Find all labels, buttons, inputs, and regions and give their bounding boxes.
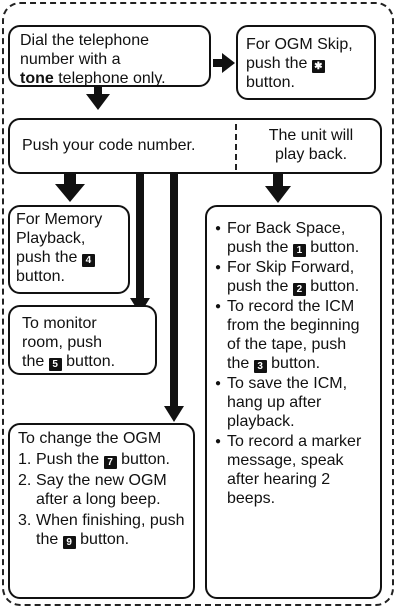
ogm-skip-line-2: push the ✱ — [246, 54, 366, 73]
dial-line-1: Dial the telephone — [20, 32, 149, 49]
key-1-icon: 1 — [292, 244, 306, 257]
memory-push-text: push the — [16, 249, 78, 266]
arrow-code-to-ogm-shaft — [170, 172, 178, 408]
step-number: 1. — [18, 451, 32, 468]
playback-options-list: For Back Space, push the 1 button. For S… — [215, 219, 372, 508]
option-skip-forward-pre: For Skip Forward, push the — [227, 259, 355, 295]
ogm-skip-line-1: For OGM Skip, — [246, 36, 353, 53]
option-back-space-pre: For Back Space, push the — [227, 220, 346, 256]
memory-playback-box: For Memory Playback, push the 4 button. — [8, 205, 130, 294]
option-marker-message-text: To record a marker message, speak after … — [227, 433, 362, 507]
monitor-line-2: room, push — [22, 334, 103, 351]
arrow-code-to-memory-shaft — [64, 172, 76, 186]
arrow-dial-to-code-shaft — [94, 85, 102, 96]
dial-tone-word: tone — [20, 70, 54, 87]
option-save-icm-text: To save the ICM, hang up after playback. — [227, 375, 348, 430]
step-1-post: button. — [121, 451, 170, 468]
arrow-playback-to-options-shaft — [273, 172, 283, 188]
playback-line-2: play back. — [274, 146, 348, 163]
dial-line-3: tone telephone only. — [20, 69, 199, 88]
key-7-icon: 7 — [103, 456, 117, 469]
arrow-playback-to-options-head — [265, 186, 291, 203]
playback-text: The unit will play back. — [246, 126, 376, 164]
arrow-dial-to-skip-shaft — [213, 59, 225, 67]
ogm-skip-line-3: button. — [246, 74, 295, 91]
star-key-icon: ✱ — [311, 60, 325, 73]
memory-line-3: push the 4 — [16, 248, 122, 267]
arrow-code-to-ogm-head — [164, 406, 184, 422]
step-3-pre: When finishing, push the — [36, 512, 185, 548]
change-ogm-box: To change the OGM 1. Push the 7 button. … — [8, 423, 195, 599]
monitor-line-1: To monitor — [22, 315, 97, 332]
option-save-icm: To save the ICM, hang up after playback. — [215, 374, 372, 431]
monitor-button-text: button. — [66, 353, 116, 370]
option-record-icm-pre: To record the ICM from the beginning of … — [227, 298, 360, 372]
option-skip-forward: For Skip Forward, push the 2 button. — [215, 258, 372, 296]
change-ogm-steps: 1. Push the 7 button. 2. Say the new OGM… — [18, 450, 185, 549]
code-playback-divider — [235, 124, 237, 170]
option-skip-forward-post: button. — [310, 278, 360, 295]
option-record-icm: To record the ICM from the beginning of … — [215, 297, 372, 373]
change-ogm-step-3: 3. When finishing, push the 9 button. — [18, 511, 185, 549]
step-2-text: Say the new OGM after a long beep. — [36, 472, 167, 508]
playback-options-box: For Back Space, push the 1 button. For S… — [205, 205, 382, 599]
playback-line-1: The unit will — [268, 127, 354, 144]
arrow-code-to-monitor-shaft — [136, 172, 144, 300]
code-number-text: Push your code number. — [22, 137, 196, 154]
ogm-skip-push-text: push the — [246, 55, 308, 72]
memory-line-2: Playback, — [16, 230, 86, 247]
code-number-box: Push your code number. The unit will pla… — [8, 118, 382, 174]
option-back-space-post: button. — [310, 239, 360, 256]
key-9-icon: 9 — [62, 536, 76, 549]
step-number: 3. — [18, 512, 32, 529]
memory-line-4: button. — [16, 268, 65, 285]
arrow-dial-to-code-head — [86, 94, 110, 110]
step-1-pre: Push the — [36, 451, 100, 468]
option-marker-message: To record a marker message, speak after … — [215, 432, 372, 508]
memory-line-1: For Memory — [16, 211, 103, 228]
dial-step-box: Dial the telephone number with a tone te… — [8, 25, 211, 87]
key-4-icon: 4 — [81, 254, 95, 267]
change-ogm-step-1: 1. Push the 7 button. — [18, 450, 185, 469]
option-back-space: For Back Space, push the 1 button. — [215, 219, 372, 257]
monitor-room-box: To monitor room, push the 5 button. — [8, 305, 157, 375]
step-3-post: button. — [80, 531, 130, 548]
option-record-icm-post: button. — [271, 355, 321, 372]
change-ogm-step-2: 2. Say the new OGM after a long beep. — [18, 471, 185, 509]
monitor-the-text: the — [22, 353, 45, 370]
key-5-icon: 5 — [48, 358, 62, 371]
ogm-skip-box: For OGM Skip, push the ✱ button. — [236, 25, 376, 100]
outer-dashed-frame — [2, 2, 394, 606]
dial-line-2: number with a — [20, 51, 121, 68]
change-ogm-title: To change the OGM — [18, 430, 162, 447]
step-number: 2. — [18, 472, 32, 489]
dial-line-3-rest: telephone only. — [53, 70, 166, 87]
arrow-dial-to-skip-head — [222, 53, 235, 73]
monitor-line-3: the 5 button. — [22, 352, 143, 371]
key-3-icon: 3 — [253, 360, 267, 373]
key-2-icon: 2 — [292, 283, 306, 296]
arrow-code-to-memory-head — [55, 184, 85, 202]
